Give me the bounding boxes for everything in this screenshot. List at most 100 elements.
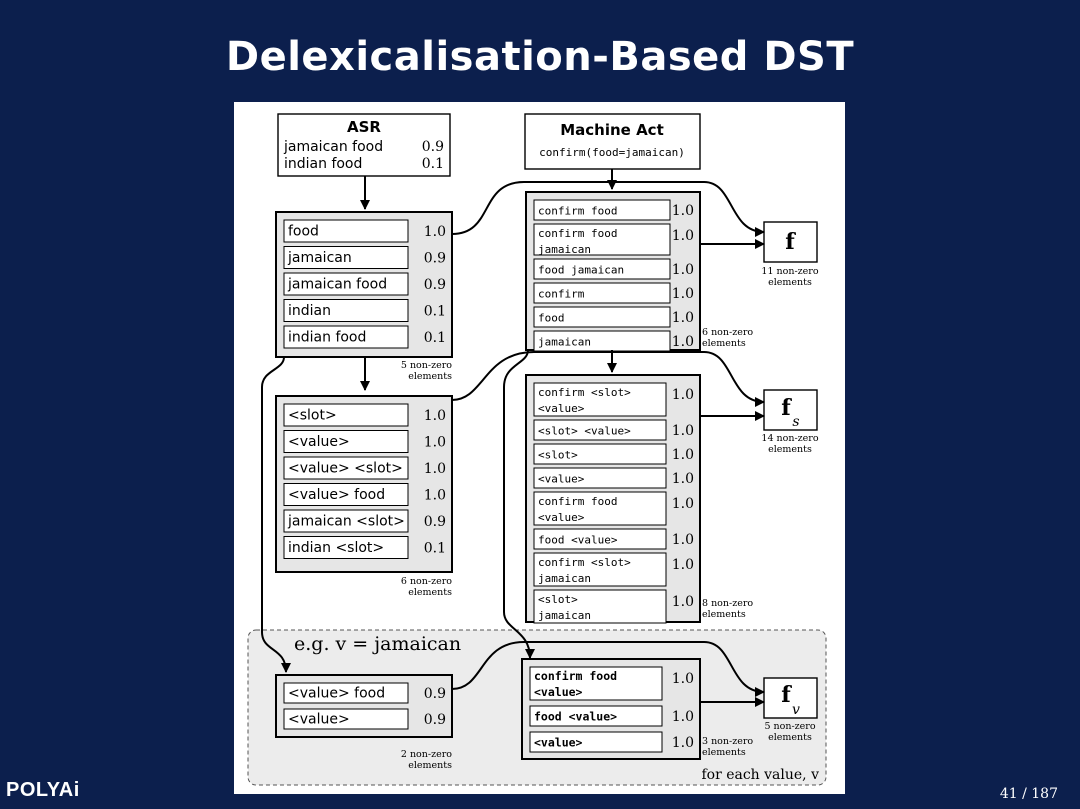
group-note: elements — [408, 760, 452, 771]
item-score: 1.0 — [424, 461, 446, 477]
asr-row-score: 0.9 — [422, 139, 444, 155]
svg-text:14 non-zero: 14 non-zero — [761, 433, 818, 444]
arrow-actngrams-to-value — [503, 349, 535, 659]
item-score: 1.0 — [672, 735, 694, 751]
list-item — [533, 382, 667, 417]
list-item — [533, 528, 667, 550]
item-label: confirm food — [538, 205, 617, 218]
page-number: 41 / 187 — [999, 786, 1058, 802]
svg-text:5 non-zero: 5 non-zero — [764, 721, 815, 732]
feature-fs: f s 14 non-zero elements — [761, 389, 819, 455]
group-note: 3 non-zero — [702, 736, 753, 747]
list-item — [533, 282, 671, 304]
slide-title: Delexicalisation-Based DST — [225, 34, 855, 80]
group-note: elements — [408, 371, 452, 382]
item-label: <value> food — [288, 487, 385, 503]
item-score: 0.9 — [424, 712, 446, 728]
item-score: 0.1 — [424, 304, 446, 320]
item-label: <slot> — [538, 593, 578, 606]
item-label: food <value> — [534, 710, 617, 724]
list-item — [283, 430, 409, 453]
item-score: 1.0 — [672, 594, 694, 610]
item-score: 0.1 — [424, 541, 446, 557]
item-score: 1.0 — [424, 408, 446, 424]
list-item — [283, 456, 409, 480]
svg-text:s: s — [792, 414, 799, 430]
item-label: jamaican — [538, 572, 591, 585]
list-item — [529, 731, 663, 753]
item-score: 1.0 — [672, 557, 694, 573]
list-item — [533, 552, 667, 587]
item-label: <slot> <value> — [538, 425, 631, 438]
group-note: elements — [702, 609, 746, 620]
group-note: 2 non-zero — [401, 749, 452, 760]
item-score: 1.0 — [672, 334, 694, 350]
item-label: <value> — [534, 736, 583, 750]
item-score: 1.0 — [672, 532, 694, 548]
arrow-ngrams-to-value — [261, 356, 291, 673]
svg-text:f: f — [785, 229, 796, 255]
svg-text:f: f — [781, 395, 792, 421]
item-label: <value> food — [288, 686, 385, 702]
item-score: 0.9 — [424, 277, 446, 293]
act-value-list: confirm food <value> 1.0 food <value> 1.0 <va… — [521, 658, 753, 760]
item-label: <value> <slot> — [288, 461, 403, 477]
svg-text:elements: elements — [768, 732, 812, 743]
value-region-footer: for each value, v — [701, 767, 819, 783]
list-item — [529, 666, 663, 701]
list-item — [533, 443, 667, 465]
group-note: elements — [408, 587, 452, 598]
item-score: 1.0 — [672, 471, 694, 487]
list-item — [283, 403, 409, 427]
list-item — [283, 299, 409, 322]
item-label: food <value> — [538, 534, 618, 547]
item-score: 0.9 — [424, 686, 446, 702]
list-item — [533, 419, 667, 441]
item-score: 1.0 — [424, 488, 446, 504]
item-label: food — [288, 224, 319, 240]
arrow-asrvalue-to-fv — [451, 641, 765, 697]
item-score: 1.0 — [672, 387, 694, 403]
item-score: 0.9 — [424, 251, 446, 267]
item-score: 1.0 — [672, 496, 694, 512]
list-item — [533, 306, 671, 328]
item-label: confirm <slot> — [538, 556, 631, 569]
item-label: <slot> — [288, 408, 337, 424]
item-score: 1.0 — [672, 423, 694, 439]
list-item — [533, 258, 671, 280]
item-label: <value> — [534, 685, 583, 699]
svg-text:elements: elements — [768, 444, 812, 455]
item-label: confirm — [538, 288, 585, 301]
feature-f: f 11 non-zero elements — [761, 221, 819, 288]
item-score: 1.0 — [672, 228, 694, 244]
asr-title: ASR — [347, 118, 381, 136]
item-score: 1.0 — [424, 435, 446, 451]
item-label: indian <slot> — [288, 540, 384, 556]
item-score: 1.0 — [672, 671, 694, 687]
item-score: 1.0 — [672, 286, 694, 302]
asr-box: ASR jamaican food 0.9 indian food 0.1 — [277, 113, 451, 177]
list-item — [533, 589, 667, 624]
list-item — [283, 509, 409, 533]
item-label: jamaican food — [287, 277, 387, 293]
item-label: jamaican — [287, 250, 352, 266]
group-note: elements — [702, 747, 746, 758]
item-label: <value> — [288, 434, 350, 450]
list-item — [283, 246, 409, 269]
item-label: food — [538, 312, 565, 325]
value-region-label: e.g. v = jamaican — [294, 633, 461, 655]
connectors — [261, 169, 765, 707]
item-score: 0.9 — [424, 514, 446, 530]
list-item — [533, 491, 667, 526]
feature-fv: f v 5 non-zero elements — [763, 677, 818, 743]
item-label: confirm food — [534, 669, 617, 683]
list-item — [283, 708, 409, 730]
svg-text:f: f — [781, 682, 792, 708]
item-score: 1.0 — [672, 447, 694, 463]
list-item — [533, 223, 671, 256]
svg-text:11 non-zero: 11 non-zero — [761, 266, 818, 277]
item-score: 1.0 — [672, 262, 694, 278]
asr-delex-list: <slot> 1.0 <value> 1.0 <value> <slot> 1.0 <val… — [275, 395, 453, 598]
